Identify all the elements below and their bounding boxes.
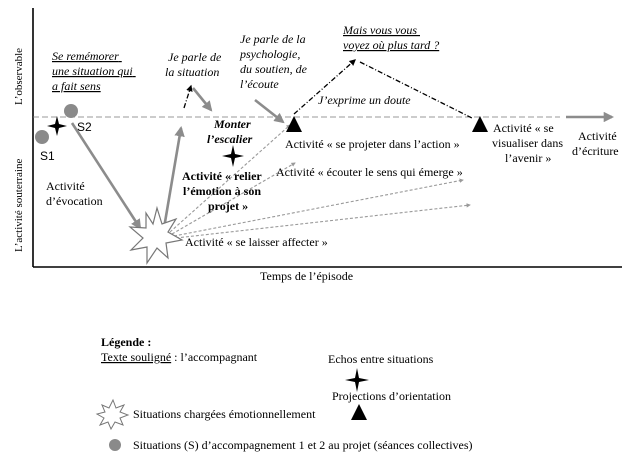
- activity-ecriture: Activité d’écriture: [572, 129, 620, 158]
- projection-triangle-1: [286, 116, 302, 132]
- emotion-starburst: [128, 205, 184, 265]
- x-axis-label: Temps de l’épisode: [260, 269, 353, 283]
- speech-doubt: J’exprime un doute: [318, 93, 411, 107]
- situation-1-label: S1: [40, 149, 55, 163]
- activity-visualiser: Activité « se visualiser dans l’avenir »: [492, 121, 566, 165]
- legend-echo-star: [345, 368, 369, 392]
- legend-situation-circle: [109, 439, 121, 451]
- activity-relier: Activité « relier l’émotion à son projet…: [182, 169, 265, 213]
- legend-underlined-desc: : l’accompagnant: [171, 350, 258, 364]
- dashed-arrow-4: [175, 203, 471, 239]
- projection-dashdot-small: [183, 84, 193, 109]
- legend-emotion-starburst: [95, 398, 130, 431]
- dashed-arrow-3: [173, 178, 464, 237]
- legend-situations: Situations (S) d’accompagnement 1 et 2 a…: [133, 438, 473, 452]
- dashed-arrow-1: [169, 124, 291, 233]
- legend-title: Légende :: [101, 335, 151, 349]
- y-axis-label-bottom: L’activité souterraine: [13, 159, 25, 252]
- arrow-s2-to-emotion: [70, 122, 142, 230]
- activity-affecter: Activité « se laisser affecter »: [185, 235, 328, 249]
- step-stairs: Monter l’escalier: [207, 117, 254, 146]
- projection-dashdot-up: [293, 59, 356, 115]
- legend-projections: Projections d’orientation: [332, 389, 451, 403]
- legend-emotional: Situations chargées émotionnellement: [133, 407, 316, 421]
- y-axis-label-top: L’observable: [13, 48, 25, 105]
- legend-echos: Echos entre situations: [328, 352, 434, 366]
- companion-recall: Se remémorer une situation qui a fait se…: [52, 49, 136, 93]
- echo-star-1: [47, 116, 67, 136]
- arrow-speak-down: [191, 87, 213, 112]
- situation-1-circle: [35, 130, 49, 144]
- projection-triangle-2: [472, 116, 488, 132]
- arrow-emotion-up: [162, 125, 185, 229]
- legend-projection-triangle: [351, 404, 367, 420]
- situation-2-circle: [64, 104, 78, 118]
- echo-star-2: [222, 145, 244, 167]
- speech-psychology: Je parle de la psychologie, du soutien, …: [239, 32, 310, 91]
- activity-ecouter: Activité « écouter le sens qui émerge »: [276, 165, 463, 179]
- situation-2-label: S2: [77, 120, 92, 134]
- companion-question: Mais vous vous voyez où plus tard ?: [342, 23, 439, 52]
- projection-dashdot-down: [359, 61, 473, 119]
- activity-projeter: Activité « se projeter dans l’action »: [285, 137, 460, 151]
- legend-underlined: Texte souligné : l’accompagnant: [101, 350, 258, 364]
- arrow-psychology-down: [254, 98, 285, 124]
- speech-situation: Je parle de la situation: [165, 50, 224, 79]
- dashed-arrow-2: [171, 162, 296, 235]
- legend-underlined-label: Texte souligné: [101, 350, 171, 364]
- activity-evocation: Activité d’évocation: [46, 179, 103, 208]
